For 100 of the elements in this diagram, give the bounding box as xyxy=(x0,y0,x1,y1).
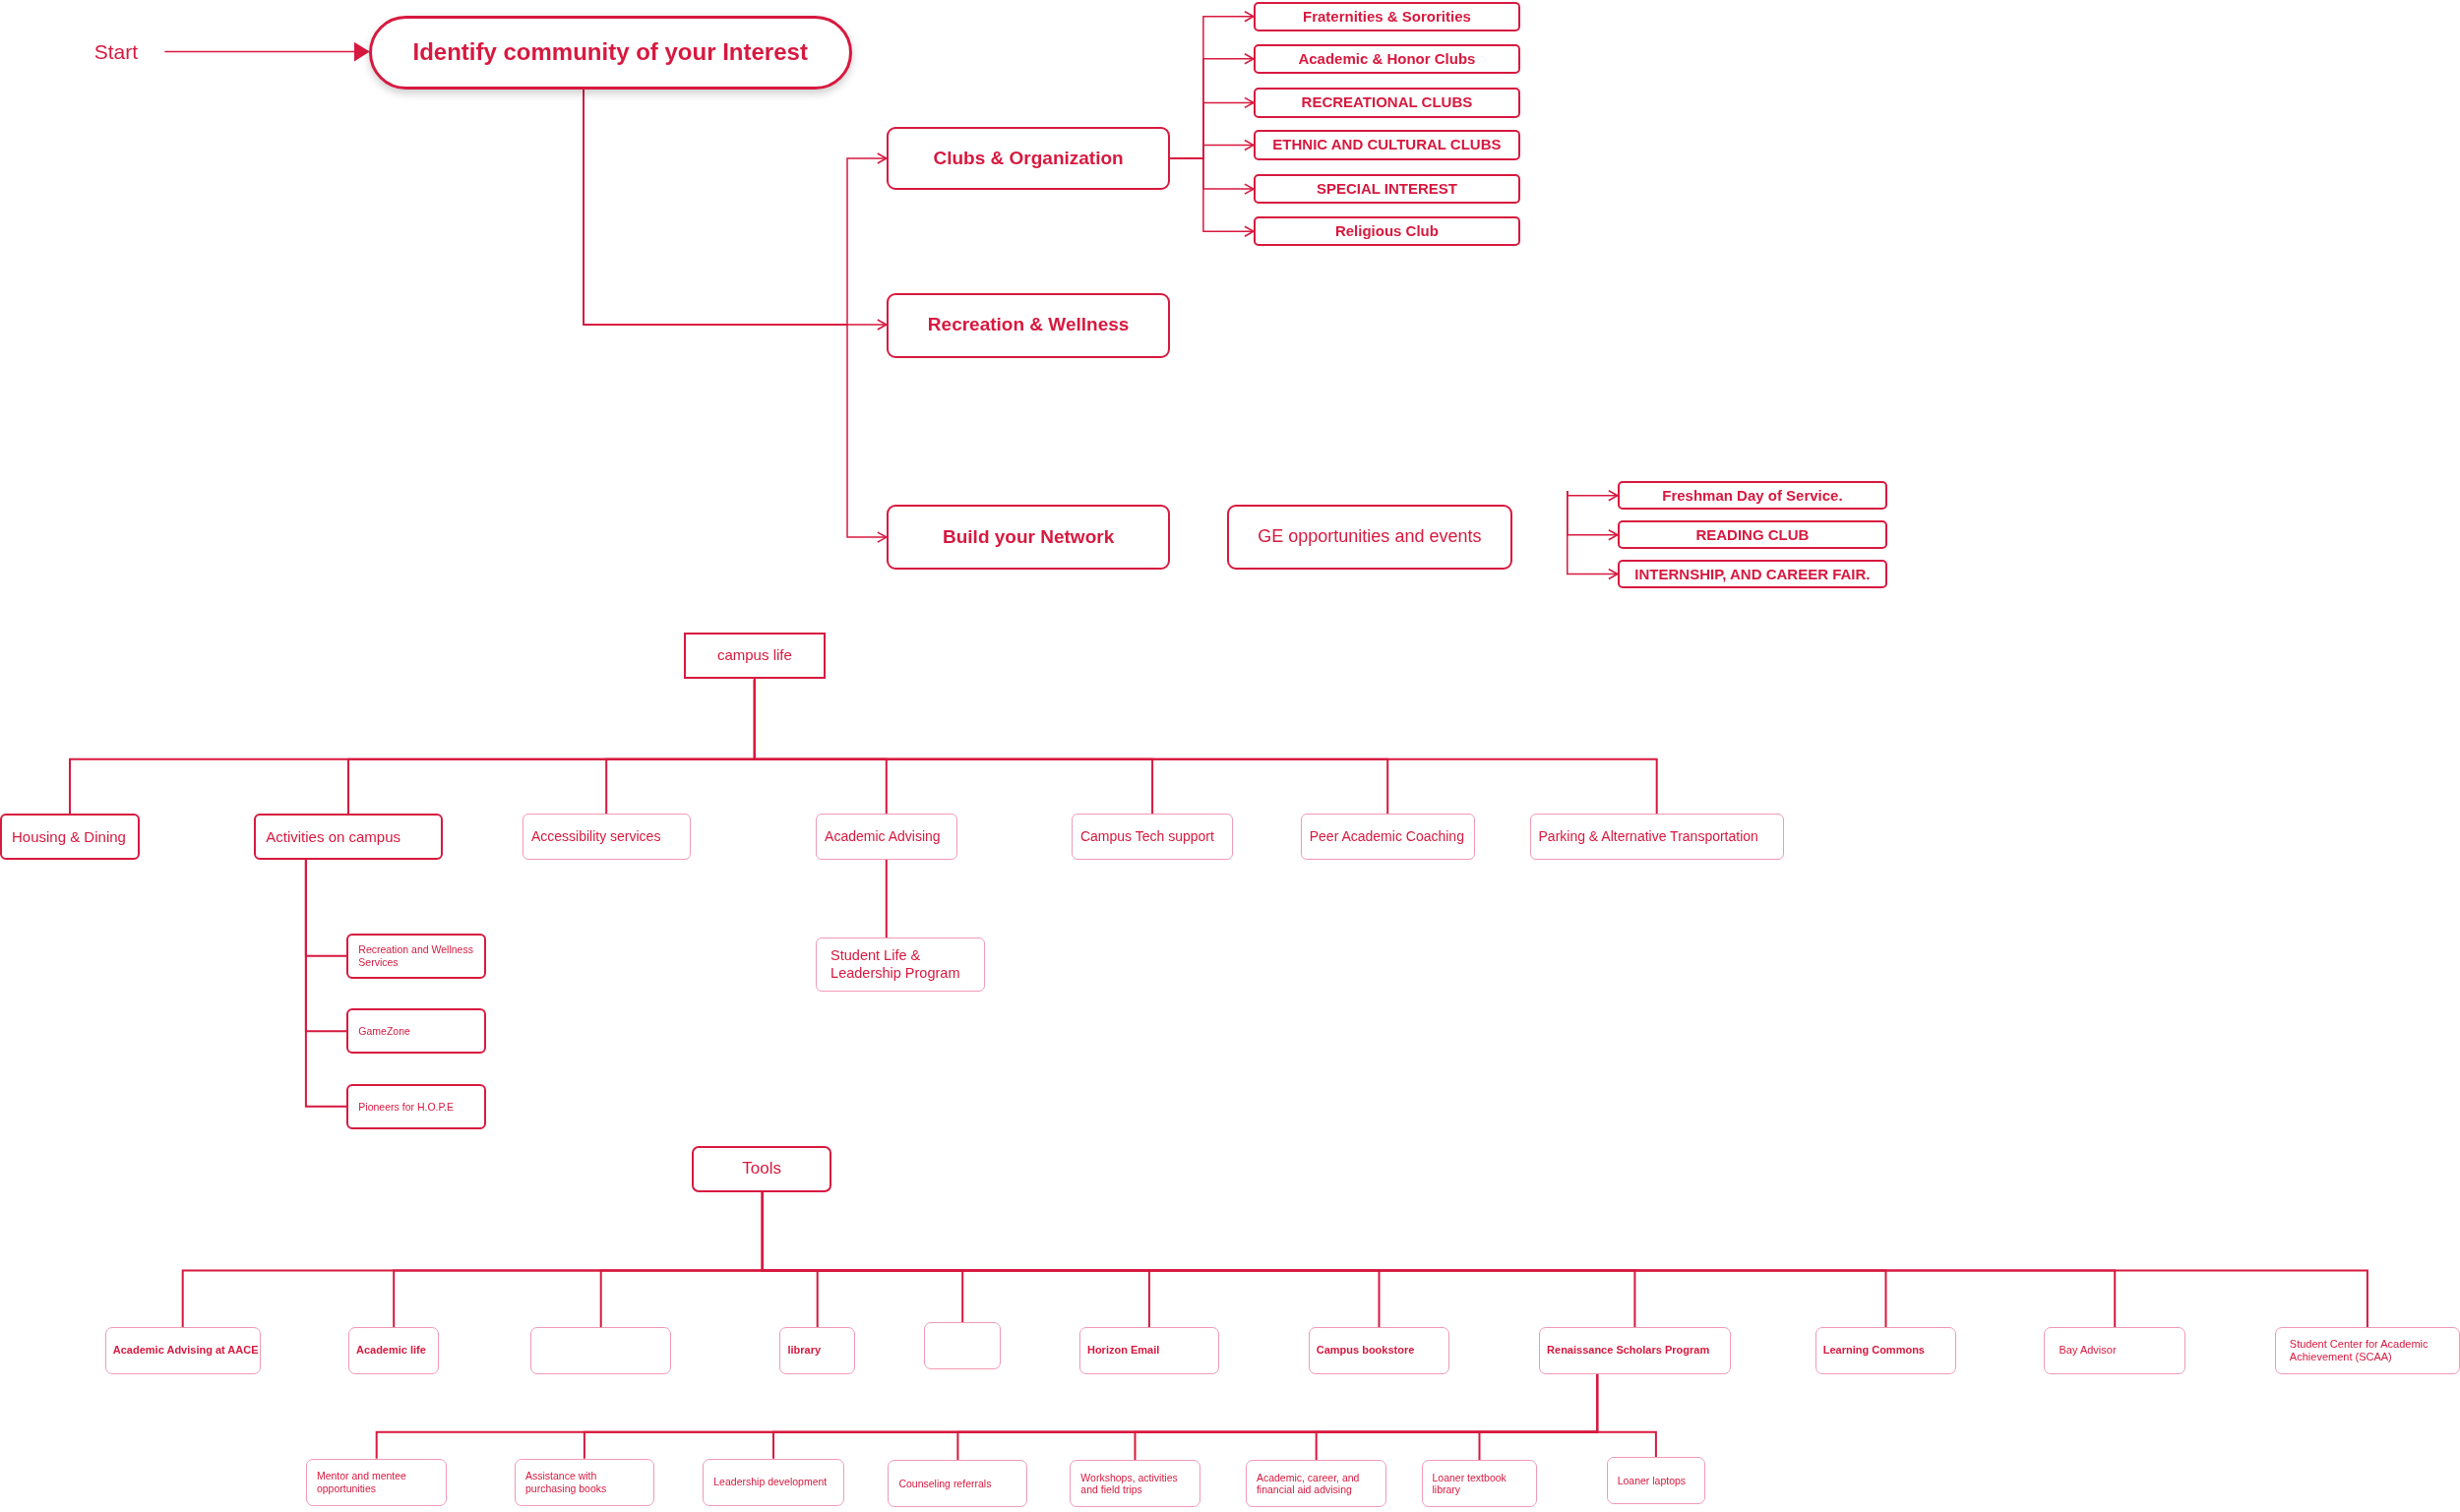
arrow xyxy=(163,41,370,62)
box-label: SPECIAL INTEREST xyxy=(1316,180,1457,199)
item-box xyxy=(1253,173,1520,205)
box-label: Academic Advising at AACE xyxy=(112,1344,259,1358)
box-label: Pioneers for H.O.P.E xyxy=(358,1100,455,1114)
service-box xyxy=(1245,1460,1387,1508)
subtopic-box xyxy=(346,1083,487,1129)
box-label: INTERNSHIP, AND CAREER FAIR. xyxy=(1634,565,1871,583)
service-box xyxy=(1606,1457,1706,1504)
tool-box xyxy=(1308,1326,1450,1374)
connector-line xyxy=(1596,1372,1657,1459)
service-box xyxy=(703,1458,844,1506)
topic-box xyxy=(816,814,957,860)
box-label: Clubs & Organization xyxy=(933,147,1124,170)
tool-box xyxy=(104,1326,261,1374)
box-label: Academic, career, and financial aid advising xyxy=(1256,1471,1361,1496)
box-label: Mentor and mentee opportunities xyxy=(316,1470,407,1495)
connector-line xyxy=(304,858,348,1108)
topic-box xyxy=(1071,814,1234,860)
box-label: ETHNIC AND CULTURAL CLUBS xyxy=(1272,136,1502,154)
box-label: Workshops, activities and field trips xyxy=(1080,1471,1179,1496)
tool-box xyxy=(2044,1326,2185,1374)
service-box xyxy=(305,1458,448,1506)
box-label: Parking & Alternative Transportation xyxy=(1538,828,1758,845)
connector-line xyxy=(753,678,1658,816)
topic-box xyxy=(1529,814,1784,860)
subtopic-box xyxy=(346,933,487,979)
box-label: Accessibility services xyxy=(530,828,661,845)
box-label: Academic life xyxy=(355,1344,426,1358)
tool-box xyxy=(347,1326,440,1374)
box-label: Campus bookstore xyxy=(1316,1344,1415,1358)
box-label: Student Life & Leadership Program xyxy=(830,947,961,982)
topic-box xyxy=(0,814,140,860)
box-label: Recreation and Wellness Services xyxy=(358,943,474,969)
box-label: Student Center for Academic Achievement (SCAA) xyxy=(2289,1337,2429,1363)
start-pill xyxy=(368,15,852,90)
subtopic-box xyxy=(346,1008,487,1055)
service-box xyxy=(888,1460,1028,1508)
service-box xyxy=(1070,1460,1200,1508)
tool-box xyxy=(1539,1326,1731,1374)
box-label: Loaner textbook library xyxy=(1432,1471,1507,1496)
arrow xyxy=(1567,490,1619,580)
box-label: Freshman Day of Service. xyxy=(1662,486,1843,505)
connector-line xyxy=(761,1190,2368,1328)
tool-box xyxy=(2274,1326,2460,1374)
service-box xyxy=(514,1458,654,1506)
topic-box xyxy=(816,937,986,992)
category-box xyxy=(886,505,1171,570)
item-box xyxy=(1617,481,1888,511)
connector-line xyxy=(885,858,888,939)
tool-box xyxy=(779,1326,855,1374)
item-box xyxy=(1617,560,1888,588)
topic-box xyxy=(1300,814,1475,860)
arrow xyxy=(583,89,888,543)
box-label: GameZone xyxy=(358,1025,410,1038)
category-box xyxy=(1226,505,1512,570)
arrow xyxy=(1169,157,1255,237)
box-label: Leadership development xyxy=(713,1476,828,1488)
item-box xyxy=(1617,520,1888,549)
box-label: Housing & Dining xyxy=(12,827,126,846)
category-box xyxy=(886,127,1171,190)
box-label: Bay Advisor xyxy=(2059,1344,2117,1358)
service-box xyxy=(1421,1460,1538,1508)
box-label: RECREATIONAL CLUBS xyxy=(1301,93,1473,112)
box-label: READING CLUB xyxy=(1695,525,1810,544)
tool-box xyxy=(1814,1326,1957,1374)
item-box xyxy=(1253,88,1520,118)
box-label: Academic Advising xyxy=(825,828,941,845)
box-label: Identify community of your Interest xyxy=(412,38,808,67)
box-label: Academic & Honor Clubs xyxy=(1298,49,1476,68)
box-label: Renaissance Scholars Program xyxy=(1547,1344,1710,1358)
box-label: Loaner laptops xyxy=(1617,1474,1687,1487)
box-label: library xyxy=(787,1344,822,1358)
item-box xyxy=(1253,130,1520,160)
item-box xyxy=(1253,43,1520,74)
empty-box xyxy=(924,1322,1002,1369)
box-label: Learning Commons xyxy=(1822,1344,1925,1358)
box-label: Religious Club xyxy=(1334,222,1439,241)
tool-box xyxy=(1078,1326,1219,1374)
box-label: Build your Network xyxy=(943,525,1115,549)
box-label: Tools xyxy=(742,1159,781,1179)
box-label: Peer Academic Coaching xyxy=(1309,828,1464,845)
root-box xyxy=(684,632,826,680)
box-label: Activities on campus xyxy=(266,827,400,846)
arrow xyxy=(1567,490,1619,502)
box-label: GE opportunities and events xyxy=(1258,526,1482,548)
category-box xyxy=(886,293,1171,358)
box-label: Recreation & Wellness xyxy=(927,314,1130,337)
topic-box xyxy=(254,814,443,860)
item-box xyxy=(1253,1,1520,31)
box-label: Assistance with purchasing books xyxy=(524,1470,608,1495)
box-label: Fraternities & Sororities xyxy=(1302,7,1471,26)
box-label: Counseling referrals xyxy=(898,1478,992,1490)
box-label: Horizon Email xyxy=(1086,1344,1160,1358)
item-box xyxy=(1253,216,1520,247)
root-box xyxy=(692,1146,831,1192)
box-label: Campus Tech support xyxy=(1079,828,1214,845)
topic-box xyxy=(522,814,691,860)
box-label: campus life xyxy=(716,646,792,665)
empty-box xyxy=(529,1326,672,1374)
